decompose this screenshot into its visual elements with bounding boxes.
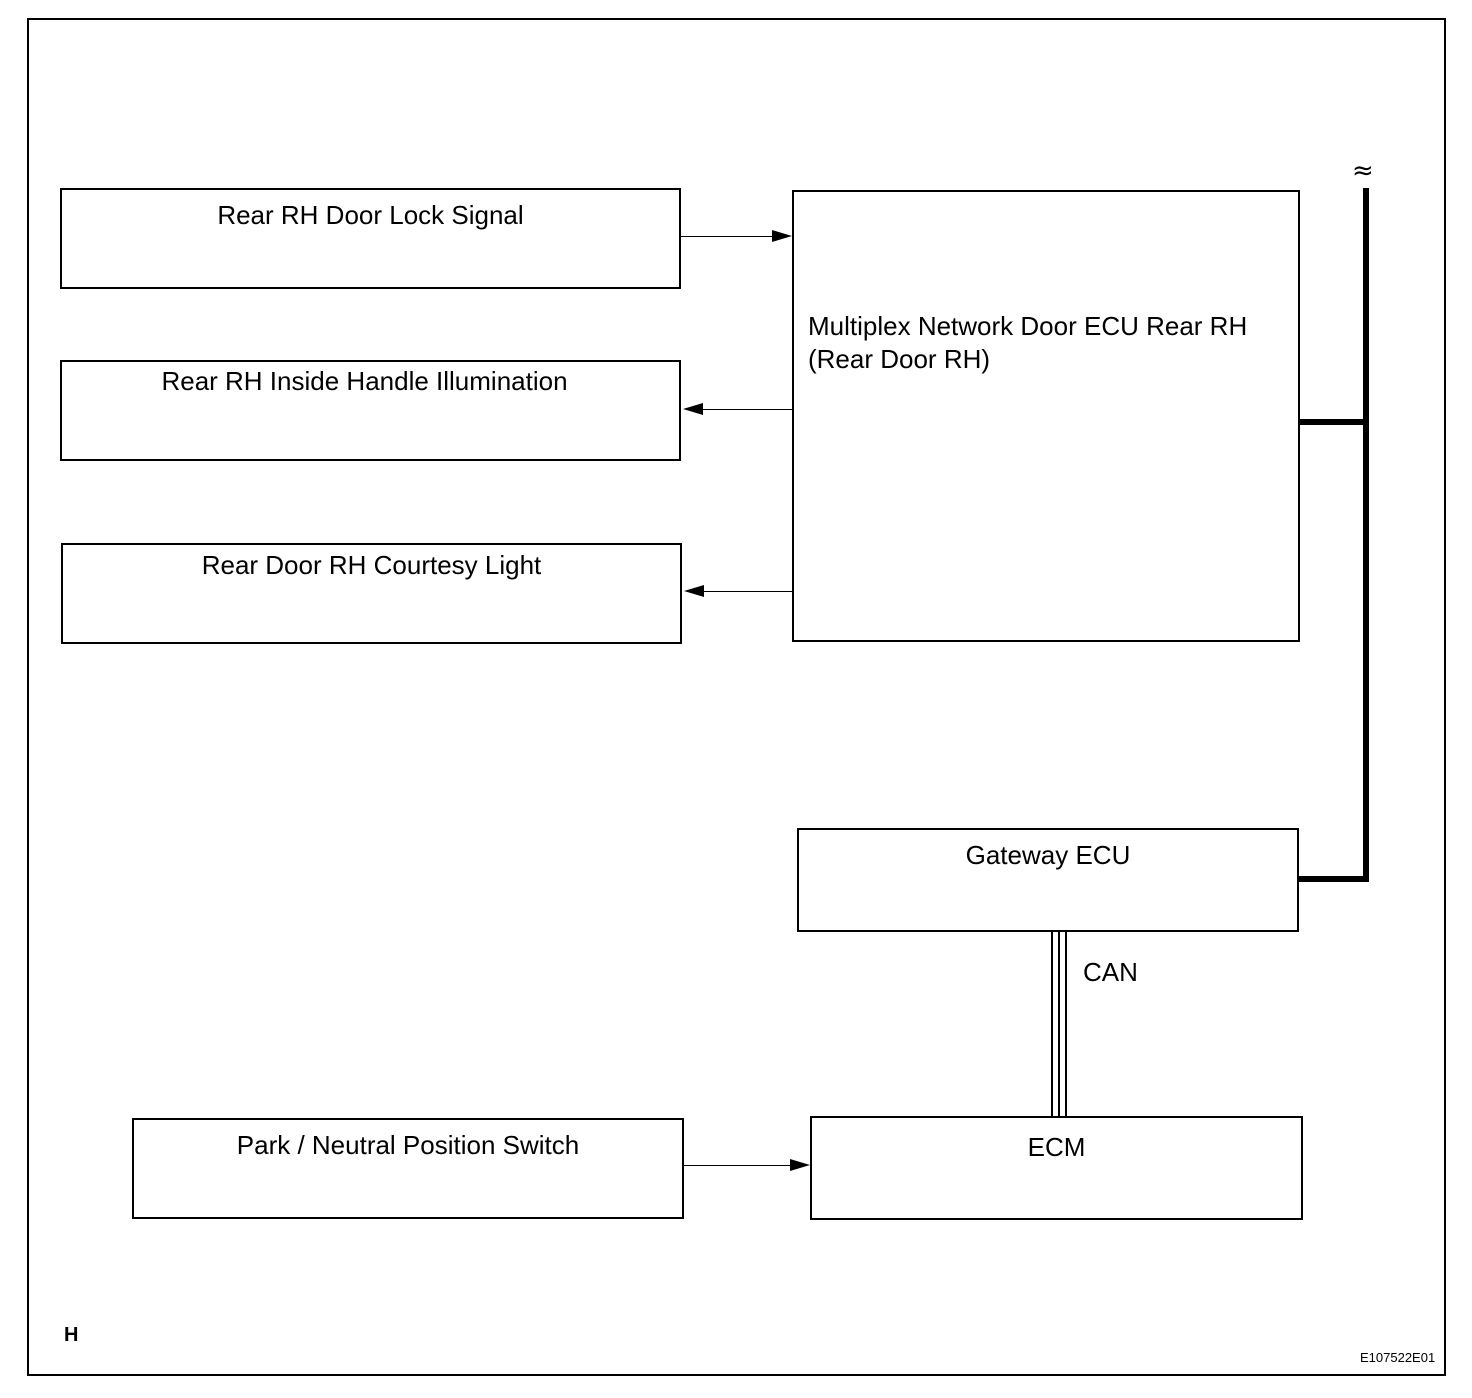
can-line-3 — [1065, 932, 1067, 1116]
diagram-frame — [27, 18, 1446, 1376]
door-lock-signal-label: Rear RH Door Lock Signal — [217, 200, 524, 230]
door-lock-signal-box: Rear RH Door Lock Signal — [60, 188, 681, 289]
figure-code: E107522E01 — [1360, 1350, 1436, 1365]
can-line-2 — [1058, 932, 1060, 1116]
pnp-switch-wire — [684, 1165, 790, 1166]
courtesy-light-arrowhead — [684, 585, 704, 597]
gateway-ecu-label: Gateway ECU — [965, 840, 1131, 870]
inside-handle-arrowhead — [683, 403, 703, 415]
ecm-label: ECM — [1027, 1132, 1086, 1162]
door-ecu-label-line1: Multiplex Network Door ECU Rear RH — [808, 311, 1248, 341]
door-lock-signal-wire — [681, 236, 773, 237]
door-ecu-label: Multiplex Network Door ECU Rear RH (Rear… — [808, 310, 1247, 376]
courtesy-light-wire — [704, 591, 792, 592]
inside-handle-illumination-box: Rear RH Inside Handle Illumination — [60, 360, 681, 461]
inside-handle-wire — [702, 409, 792, 410]
gateway-ecu-box: Gateway ECU — [797, 828, 1299, 932]
courtesy-light-box: Rear Door RH Courtesy Light — [61, 543, 682, 644]
pnp-switch-label: Park / Neutral Position Switch — [236, 1130, 580, 1160]
door-ecu-box: Multiplex Network Door ECU Rear RH (Rear… — [792, 190, 1300, 642]
bus-break-symbol: ≈ — [1352, 156, 1374, 186]
pnp-switch-arrowhead — [790, 1159, 810, 1171]
door-ecu-bus-stub — [1299, 419, 1369, 425]
gateway-bus-stub — [1298, 876, 1369, 882]
multiplex-bus-vertical — [1363, 188, 1369, 882]
can-line-1 — [1051, 932, 1053, 1116]
door-ecu-label-line2: (Rear Door RH) — [808, 344, 991, 374]
inside-handle-illumination-label: Rear RH Inside Handle Illumination — [161, 366, 568, 396]
can-label: CAN — [1083, 957, 1138, 987]
pnp-switch-box: Park / Neutral Position Switch — [132, 1118, 684, 1219]
corner-label: H — [64, 1324, 79, 1346]
door-lock-signal-arrowhead — [772, 230, 792, 242]
courtesy-light-label: Rear Door RH Courtesy Light — [201, 550, 542, 580]
ecm-box: ECM — [810, 1116, 1303, 1220]
